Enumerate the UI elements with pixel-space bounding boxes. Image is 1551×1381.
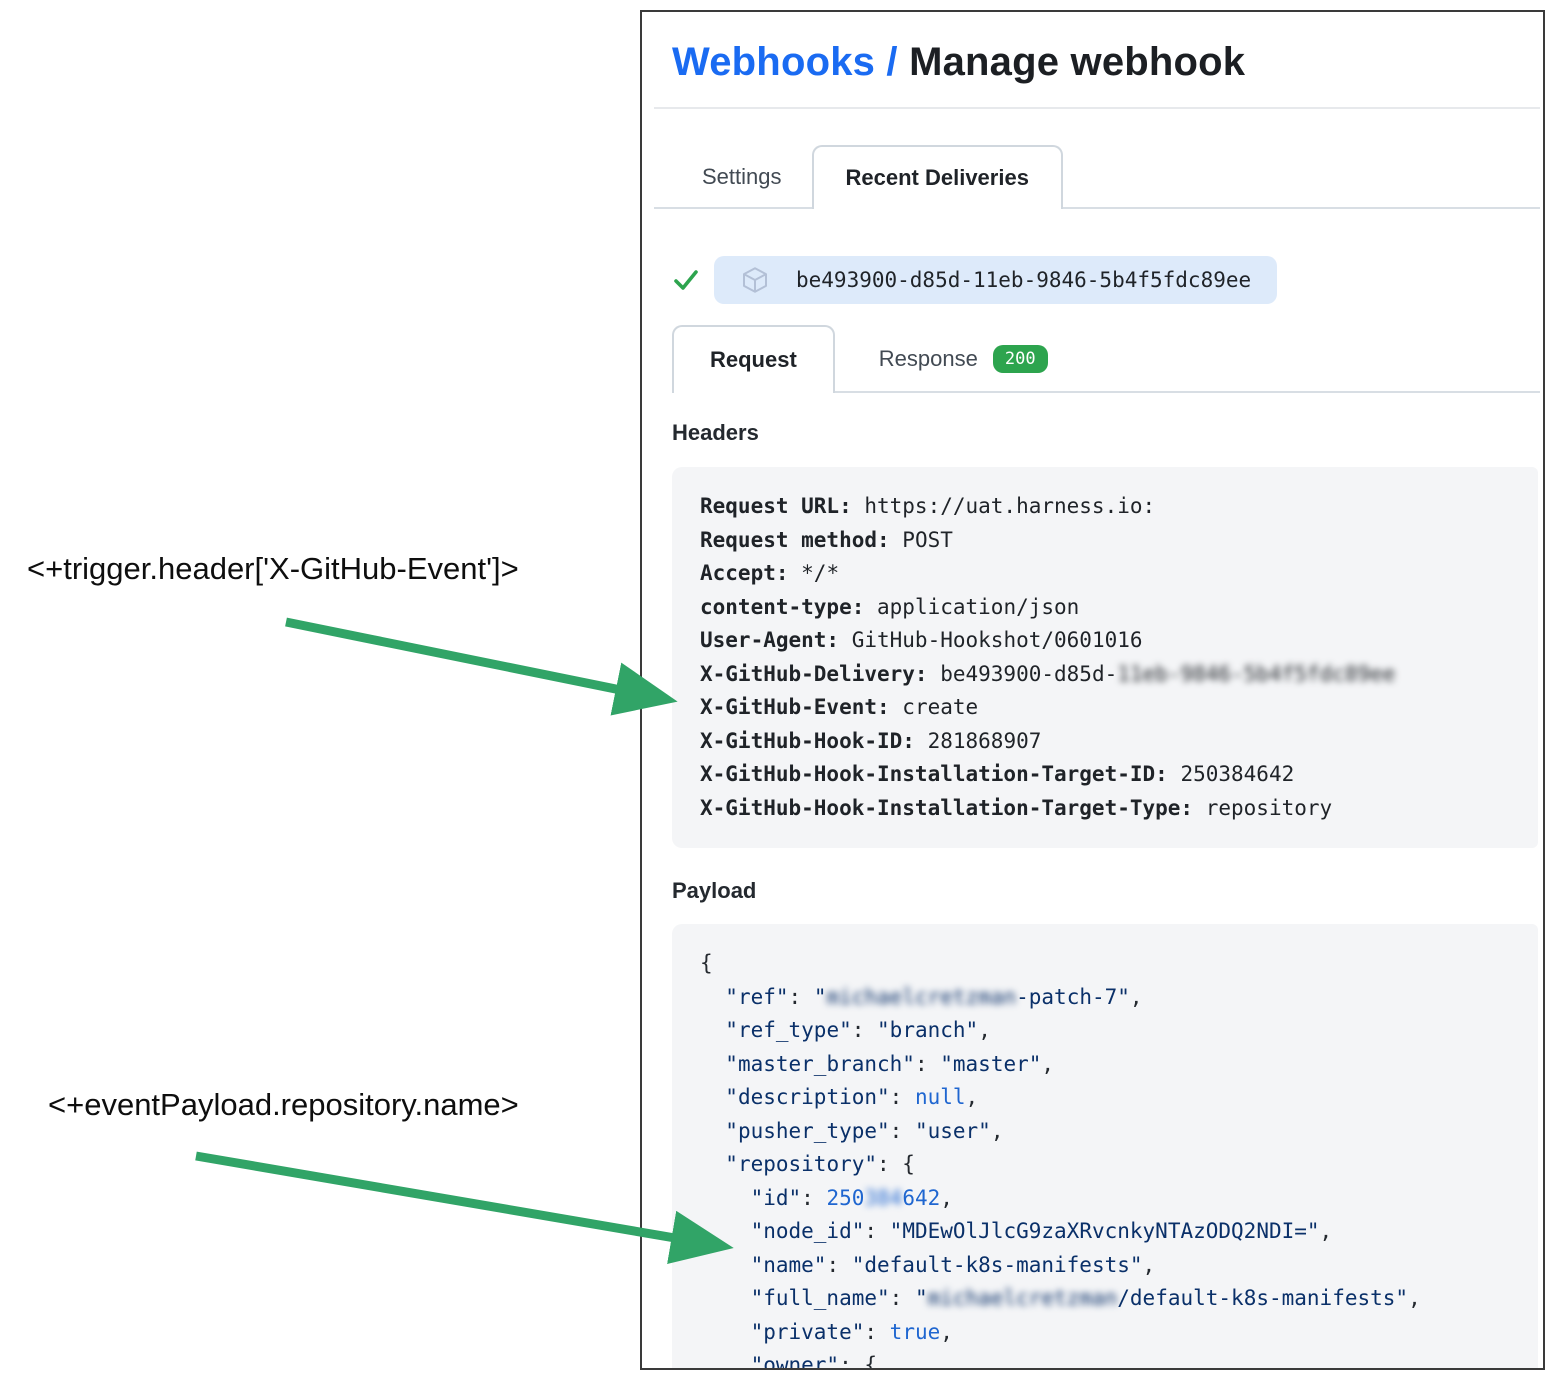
package-icon xyxy=(740,265,770,295)
payload-line: "ref": "michaelcretzman-patch-7", xyxy=(725,984,1143,1009)
annotation-trigger-header-expression: <+trigger.header['X-GitHub-Event']> xyxy=(27,551,519,586)
header-line: X-GitHub-Event: create xyxy=(700,695,979,719)
webhooks-breadcrumb-link[interactable]: Webhooks / xyxy=(672,40,898,84)
tab-response-label: Response xyxy=(878,346,978,371)
arrow-to-repository-name xyxy=(195,1151,734,1265)
payload-line: "master_branch": "master", xyxy=(725,1051,1055,1076)
payload-heading: Payload xyxy=(672,878,757,903)
payload-line: "private": true, xyxy=(750,1319,953,1344)
success-check-icon xyxy=(672,266,700,294)
tab-settings[interactable]: Settings xyxy=(702,164,782,189)
page-title: Webhooks / Manage webhook xyxy=(672,38,1513,86)
header-line: content-type: application/json xyxy=(700,594,1080,619)
header-line: Request method: POST xyxy=(700,527,953,552)
delivery-row: be493900-d85d-11eb-9846-5b4f5fdc89ee xyxy=(672,256,1513,304)
payload-line: "ref_type": "branch", xyxy=(725,1018,991,1042)
request-response-tab-bar: Request Response 200 xyxy=(672,325,1540,393)
arrow-to-x-github-event xyxy=(285,617,678,716)
tab-response[interactable]: Response 200 xyxy=(849,325,1078,393)
page-title-text: Manage webhook xyxy=(909,40,1246,84)
title-divider xyxy=(654,107,1540,109)
payload-line: "full_name": "michaelcretzman/default-k8… xyxy=(750,1286,1421,1310)
delivery-id-pill[interactable]: be493900-d85d-11eb-9846-5b4f5fdc89ee xyxy=(714,256,1278,304)
tab-recent-deliveries[interactable]: Recent Deliveries xyxy=(811,145,1063,209)
payload-line: "id": 250384642, xyxy=(750,1185,953,1210)
status-badge: 200 xyxy=(992,345,1048,373)
header-line: X-GitHub-Hook-Installation-Target-Type: … xyxy=(700,795,1333,820)
header-line: X-GitHub-Hook-ID: 281868907 xyxy=(700,728,1042,753)
payload-line: "repository": { xyxy=(725,1152,915,1176)
payload-line: { xyxy=(700,951,713,975)
headers-heading: Headers xyxy=(672,420,759,445)
header-line: User-Agent: GitHub-Hookshot/0601016 xyxy=(700,628,1143,652)
payload-line: "owner": { xyxy=(750,1353,878,1370)
payload-line: "pusher_type": "user", xyxy=(725,1118,1004,1143)
header-line: X-GitHub-Hook-Installation-Target-ID: 25… xyxy=(700,762,1295,786)
payload-line: "node_id": "MDEwOlJlcG9zaXRvcnkyNTAzODQ2… xyxy=(750,1219,1333,1243)
header-line: Request URL: https://uat.harness.io: xyxy=(700,494,1156,518)
annotation-event-payload-expression: <+eventPayload.repository.name> xyxy=(48,1087,519,1122)
payload-box: { "ref": "michaelcretzman-patch-7", "ref… xyxy=(672,924,1538,1370)
header-line: Accept: */* xyxy=(700,561,840,585)
header-line: X-GitHub-Delivery: be493900-d85d-11eb-98… xyxy=(700,661,1396,686)
delivery-id: be493900-d85d-11eb-9846-5b4f5fdc89ee xyxy=(796,268,1252,292)
payload-line: "description": null, xyxy=(725,1085,979,1109)
payload-line: "name": "default-k8s-manifests", xyxy=(750,1252,1156,1277)
headers-box: Request URL: https://uat.harness.io: Requ… xyxy=(672,467,1538,848)
tab-request[interactable]: Request xyxy=(672,325,835,393)
main-tab-bar: Settings Recent Deliveries xyxy=(654,145,1540,209)
manage-webhook-panel: Webhooks / Manage webhook Settings Recen… xyxy=(640,10,1545,1370)
